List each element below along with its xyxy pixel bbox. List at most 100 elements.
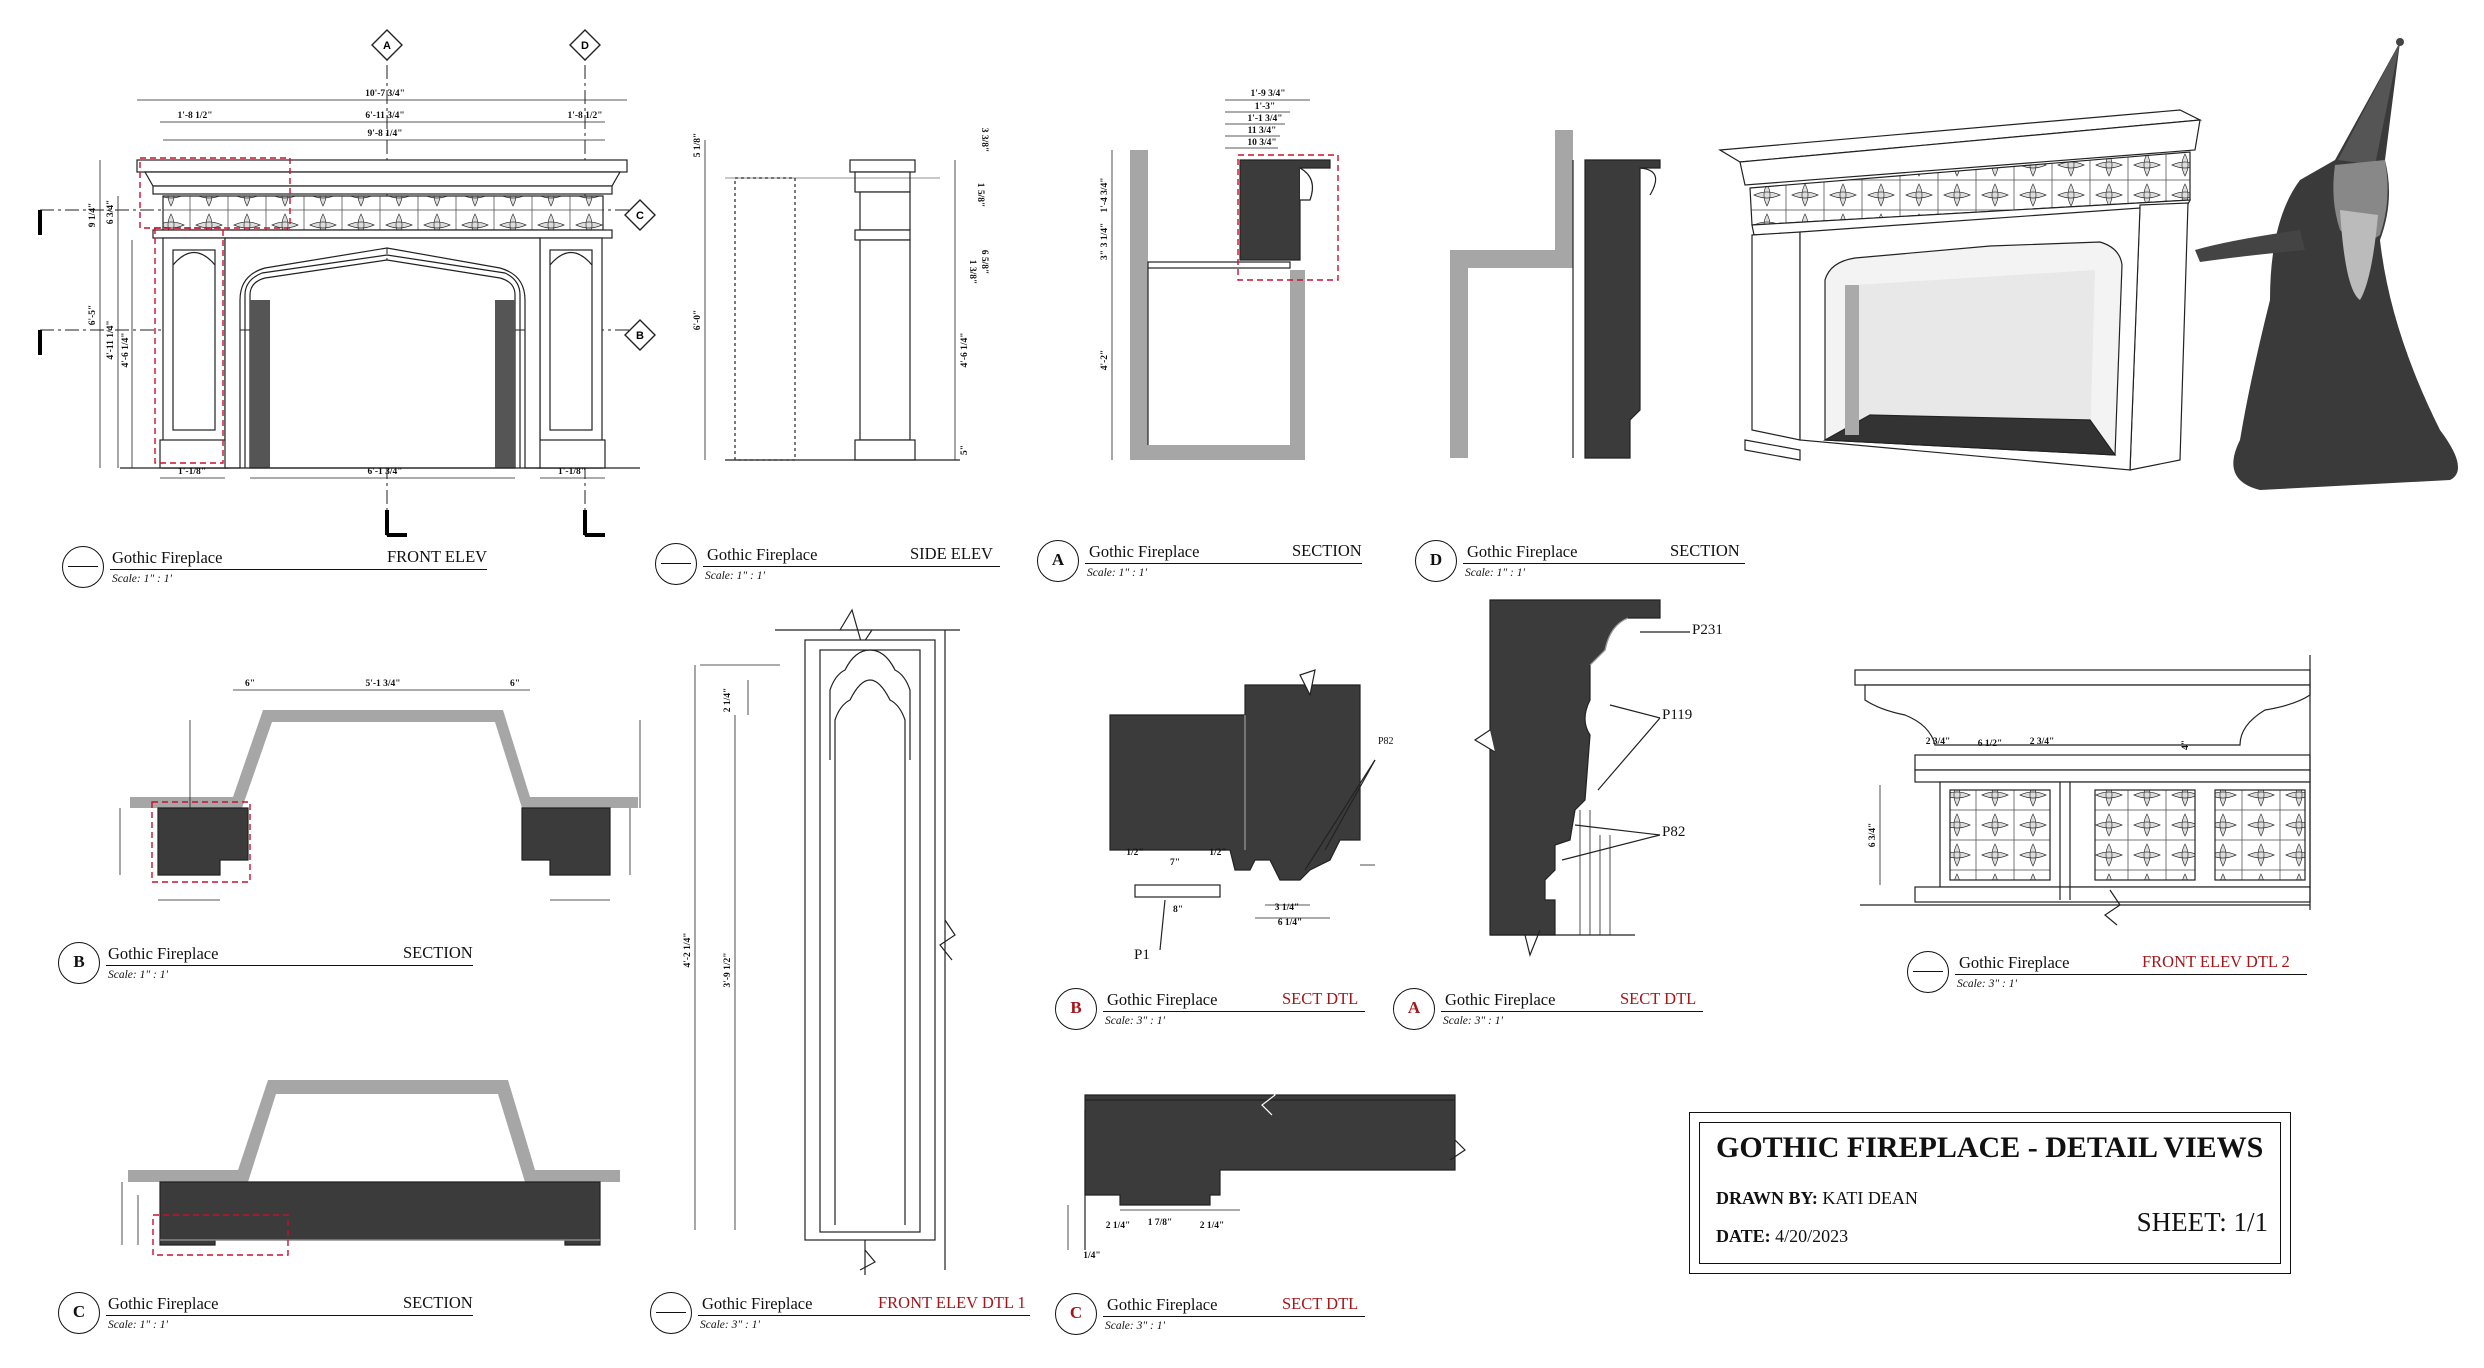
dim-front-mid-seg: 6'-11 3/4"	[365, 111, 404, 121]
view-label-section-d: D Gothic Fireplace SECTION Scale: 1" : 1…	[1415, 540, 1745, 586]
view-scale: Scale: 1" : 1'	[1087, 567, 1147, 579]
callout-p82-small: P82	[1378, 736, 1394, 747]
dim-dtlc-b: 1 7/8"	[1148, 1218, 1173, 1228]
view-marker-circle	[1907, 951, 1949, 993]
date-value: 4/20/2023	[1775, 1226, 1849, 1246]
drawn-by-value: KATI DEAN	[1822, 1188, 1918, 1208]
dim-sa-3: 1'-1 3/4"	[1247, 114, 1282, 124]
dim-dtlb-f: 6 1/4"	[1278, 918, 1303, 928]
dim-dtlb-d: 8"	[1173, 905, 1183, 915]
sheet-number-row: SHEET: 1/1	[2137, 1207, 2268, 1238]
view-scale: Scale: 1" : 1'	[108, 1319, 168, 1331]
dim-sa-4: 11 3/4"	[1248, 126, 1277, 136]
view-title: Gothic Fireplace	[108, 1294, 219, 1313]
sheet-label: SHEET:	[2136, 1207, 2227, 1237]
view-scale: Scale: 3" : 1'	[1443, 1015, 1503, 1027]
dim-dtl1-b: 4'-2 1/4"	[683, 932, 693, 967]
view-marker-circle	[62, 546, 104, 588]
wizard-figure	[2195, 38, 2458, 490]
dim-dtl2-e: 6 3/4"	[1868, 823, 1878, 848]
view-marker-circle	[650, 1292, 692, 1334]
sheet-title: GOTHIC FIREPLACE - DETAIL VIEWS	[1716, 1131, 2264, 1164]
view-marker-circle	[655, 543, 697, 585]
dim-front-overall: 10'-7 3/4"	[365, 89, 405, 99]
dim-side-total: 6'-0"	[693, 310, 703, 331]
dim-sb-l6: 6"	[245, 679, 255, 689]
dim-dtl1-c: 3'-9 1/2"	[723, 952, 733, 987]
front-elev-dtl-2-drawing	[1854, 655, 2311, 926]
view-marker-circle: B	[1055, 988, 1097, 1030]
view-scale: Scale: 3" : 1'	[1957, 978, 2017, 990]
view-label-front-elev-dtl-2: Gothic Fireplace FRONT ELEV DTL 2 Scale:…	[1907, 951, 2307, 997]
dim-sb-top: 5'-1 3/4"	[365, 679, 400, 689]
view-name: SECT DTL	[1620, 989, 1697, 1008]
sect-dtl-b-drawing	[1109, 669, 1376, 951]
dim-dtl2-c: 2 3/4"	[2030, 737, 2055, 747]
view-label-sect-dtl-c: C Gothic Fireplace SECT DTL Scale: 3" : …	[1055, 1293, 1365, 1339]
view-scale: Scale: 3" : 1'	[1105, 1015, 1165, 1027]
dim-side-c: 6 5/8"	[979, 250, 989, 275]
view-label-section-b: B Gothic Fireplace SECTION Scale: 1" : 1…	[58, 942, 473, 988]
view-name: SECT DTL	[1282, 1294, 1359, 1313]
view-name: SIDE ELEV	[910, 544, 993, 563]
dim-dtl2-d: 4"	[2181, 740, 2191, 750]
dim-front-inner-ht: 4'-6 1/4"	[121, 332, 131, 367]
sect-dtl-c-drawing	[1067, 1079, 1466, 1250]
dim-front-frieze: 9'-8 1/4"	[367, 129, 402, 139]
dim-dtlc-a: 2 1/4"	[1106, 1221, 1131, 1231]
dim-front-right-seg: 1'-8 1/2"	[567, 111, 602, 121]
view-scale: Scale: 1" : 1'	[112, 573, 172, 585]
side-elevation-drawing	[704, 140, 960, 461]
dim-sa-2: 1'-3"	[1255, 102, 1276, 112]
dim-side-base: 5"	[960, 445, 970, 455]
view-label-front-elev: Gothic Fireplace FRONT ELEV Scale: 1" : …	[62, 546, 487, 592]
dim-dtlc-d: 1/4"	[1083, 1251, 1100, 1261]
callout-p119: P119	[1662, 707, 1693, 723]
view-title: Gothic Fireplace	[1107, 1295, 1218, 1314]
section-c-drawing	[121, 1080, 620, 1256]
view-name: SECT DTL	[1282, 989, 1359, 1008]
dim-dtlb-e: 3 1/4"	[1275, 903, 1300, 913]
view-label-sect-dtl-b: B Gothic Fireplace SECT DTL Scale: 3" : …	[1055, 988, 1365, 1034]
dim-front-leg-r: 1'-1/8"	[558, 467, 586, 477]
view-label-section-c: C Gothic Fireplace SECTION Scale: 1" : 1…	[58, 1292, 473, 1338]
view-marker-circle: B	[58, 942, 100, 984]
sheet-number: 1/1	[2233, 1207, 2268, 1237]
dim-sa-v4: 4'-2"	[1100, 350, 1110, 371]
view-title: Gothic Fireplace	[1467, 542, 1578, 561]
dim-sa-v1: 1'-4 3/4"	[1100, 177, 1110, 212]
view-title: Gothic Fireplace	[1445, 990, 1556, 1009]
view-title: Gothic Fireplace	[112, 548, 223, 567]
dim-front-frieze-ht: 9 1/4"	[88, 203, 98, 228]
dim-front-cap: 6 3/4"	[106, 200, 116, 225]
dim-side-d: 1 3/8"	[967, 260, 977, 285]
view-name: SECTION	[1670, 541, 1740, 560]
view-scale: Scale: 3" : 1'	[700, 1319, 760, 1331]
dim-front-jamb-ht: 4'-11 1/4"	[106, 320, 116, 359]
front-elev-dtl-1-drawing	[694, 608, 960, 1275]
dim-dtl2-a: 2 3/4"	[1926, 737, 1951, 747]
dim-front-left-seg: 1'-8 1/2"	[177, 111, 212, 121]
dim-dtlb-b: 7"	[1170, 858, 1180, 868]
view-title: Gothic Fireplace	[707, 545, 818, 564]
view-title: Gothic Fireplace	[1089, 542, 1200, 561]
view-scale: Scale: 1" : 1'	[108, 969, 168, 981]
view-name: SECTION	[1292, 541, 1362, 560]
section-mark-a: A	[383, 40, 391, 52]
view-name: FRONT ELEV DTL 2	[2142, 952, 2290, 971]
section-b-drawing	[119, 689, 641, 901]
dim-sa-5: 10 3/4"	[1247, 138, 1276, 148]
section-mark-b: B	[636, 330, 644, 342]
dim-sa-top: 1'-9 3/4"	[1250, 89, 1285, 99]
dim-side-b: 1 5/8"	[975, 183, 985, 208]
view-marker-circle: D	[1415, 540, 1457, 582]
view-name: FRONT ELEV	[387, 547, 488, 566]
callout-p82: P82	[1662, 824, 1686, 840]
view-marker-circle: C	[1055, 1293, 1097, 1335]
dim-front-height: 6'-5"	[88, 305, 98, 326]
dim-sb-r6: 6"	[510, 679, 520, 689]
fireplace-3d-illustration	[1718, 109, 2203, 471]
date-label: DATE:	[1716, 1226, 1771, 1246]
view-marker-circle: A	[1037, 540, 1079, 582]
